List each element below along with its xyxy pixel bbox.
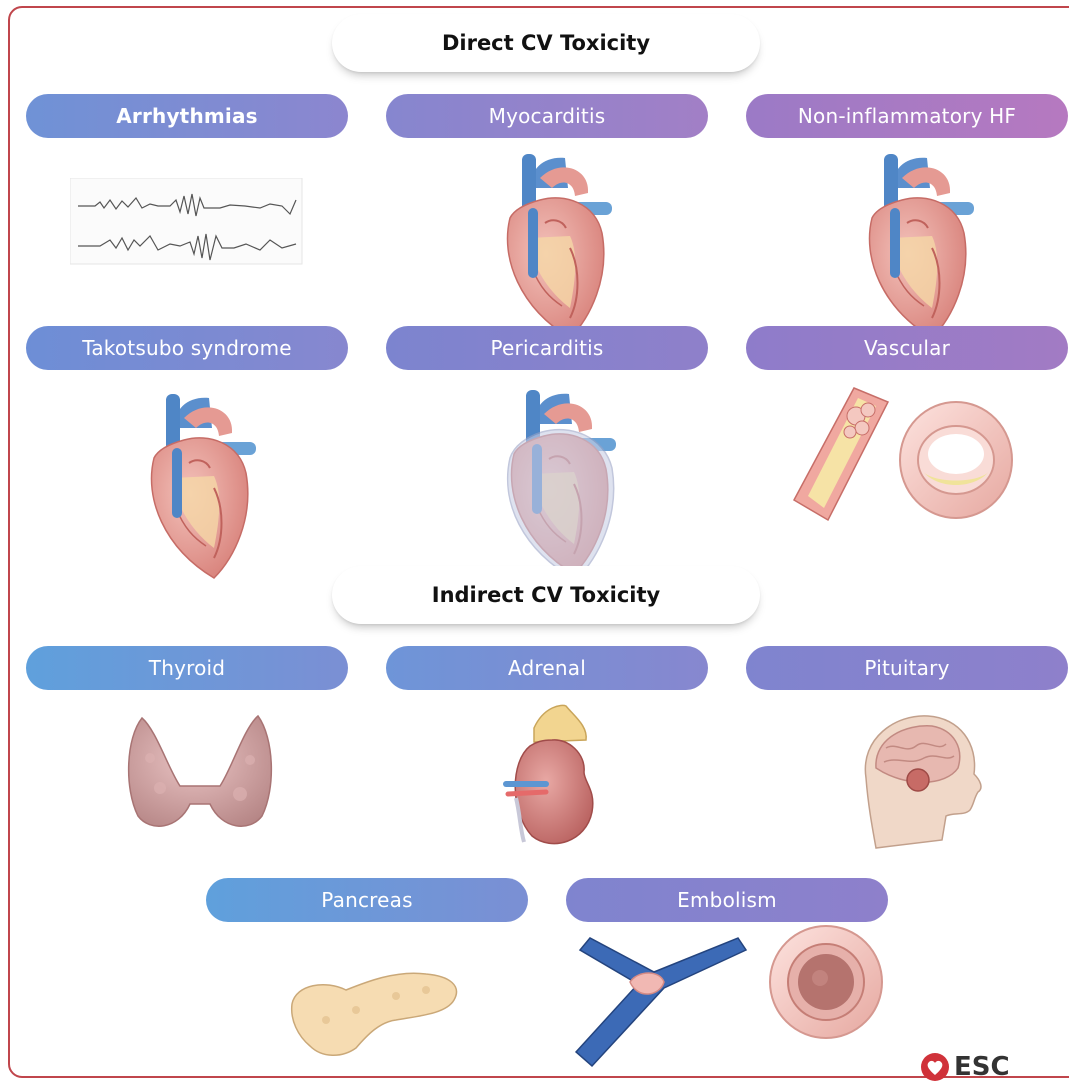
artery-plaque-icon (776, 380, 1036, 540)
non-inflammatory-hf-heart-icon (832, 148, 992, 348)
thyroid-label: Thyroid (26, 646, 348, 690)
esc-heart-icon (920, 1052, 950, 1082)
pancreas-icon (286, 960, 466, 1060)
arrhythmias-label: Arrhythmias (26, 94, 348, 138)
adrenal-label: Adrenal (386, 646, 708, 690)
takotsubo-heart-icon (114, 388, 274, 588)
head-brain-icon (846, 708, 986, 858)
direct-cv-toxicity-header: Direct CV Toxicity (332, 14, 760, 72)
takotsubo-syndrome-label: Takotsubo syndrome (26, 326, 348, 370)
pancreas-label: Pancreas (206, 878, 528, 922)
ecg-strip-icon (70, 178, 306, 266)
non-inflammatory-hf-label: Non-inflammatory HF (746, 94, 1068, 138)
thyroid-gland-icon (120, 708, 280, 838)
vein-embolus-icon (568, 920, 898, 1070)
esc-logo-text: ESC (954, 1052, 1010, 1082)
pituitary-label: Pituitary (746, 646, 1068, 690)
embolism-label: Embolism (566, 878, 888, 922)
pericarditis-label: Pericarditis (386, 326, 708, 370)
indirect-cv-toxicity-header: Indirect CV Toxicity (332, 566, 760, 624)
kidney-adrenal-icon (500, 702, 620, 852)
pericarditis-heart-icon (474, 384, 634, 584)
vascular-label: Vascular (746, 326, 1068, 370)
myocarditis-heart-icon (470, 148, 630, 348)
myocarditis-label: Myocarditis (386, 94, 708, 138)
esc-logo: ESC (920, 1052, 1010, 1082)
